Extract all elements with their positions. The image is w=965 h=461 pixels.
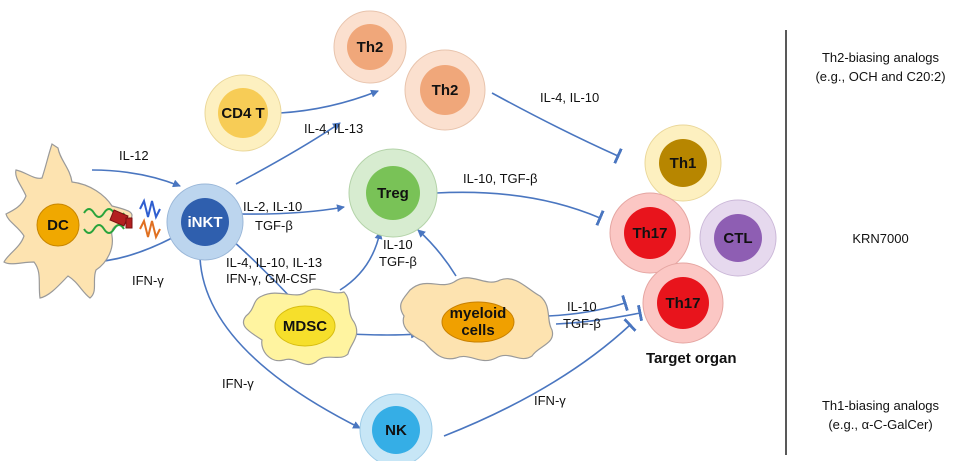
- krn7000-note: KRN7000: [798, 231, 963, 246]
- inhibit-th2-target: [491, 92, 623, 164]
- dc-label: DC: [47, 217, 69, 234]
- arrows: [87, 89, 644, 437]
- th1-label: Th1: [670, 155, 697, 172]
- label-il4-il13: IL-4, IL-13: [304, 121, 363, 136]
- inhibit-nk-target: [443, 318, 637, 437]
- th2-cell-top: Th2: [333, 10, 407, 84]
- arrow-inkt-to-treg: [237, 204, 345, 215]
- th17-cell-b: Th17: [642, 262, 724, 344]
- label-il10-my: IL-10: [383, 237, 413, 252]
- label-il4-il10: IL-4, IL-10: [540, 90, 599, 105]
- label-ifng-target: IFN-γ: [534, 393, 566, 408]
- label-multi-line2: IFN-γ, GM-CSF: [226, 271, 316, 286]
- ctl-label: CTL: [723, 230, 752, 247]
- ctl-cell: CTL: [699, 199, 777, 277]
- target-organ-label: Target organ: [646, 350, 737, 367]
- label-il12: IL-12: [119, 148, 149, 163]
- label-il10-tgfb-treg: IL-10, TGF-β: [463, 171, 537, 186]
- th17-cell-a: Th17: [609, 192, 691, 274]
- inhibit-myeloid-target-b: [555, 304, 644, 325]
- myeloid-cells: myeloid cells: [400, 277, 554, 362]
- arrow-cd4-to-th2: [279, 89, 379, 114]
- th1-cell: Th1: [644, 124, 722, 202]
- label-ifng-nk: IFN-γ: [222, 376, 254, 391]
- inhibit-treg-target: [435, 191, 605, 226]
- mdsc-cell: MDSC: [242, 288, 358, 366]
- inkt-label: iNKT: [188, 214, 223, 231]
- label-tgfb-inkt: TGF-β: [255, 218, 293, 233]
- cytokine-labels: IL-12 IFN-γ IL-4, IL-13 IL-4, IL-10 IL-2…: [119, 90, 737, 408]
- inhibit-myeloid-target-a: [547, 294, 629, 317]
- arrow-inkt-to-nk: [199, 257, 361, 429]
- th1-analogs-line2: (e.g., α-C-GalCer): [828, 417, 933, 432]
- th2-mid-label: Th2: [432, 82, 459, 99]
- arrow-mdsc-to-myeloid: [349, 330, 419, 339]
- label-multi-line1: IL-4, IL-10, IL-13: [226, 255, 322, 270]
- cd4t-label: CD4 T: [221, 105, 264, 122]
- arrow-dc-to-inkt: [91, 169, 181, 188]
- label-tgfb-my: TGF-β: [379, 254, 417, 269]
- th2-analogs-line2: (e.g., OCH and C20:2): [815, 69, 946, 84]
- th1-analogs-line1: Th1-biasing analogs: [821, 398, 940, 413]
- treg-cell: Treg: [348, 148, 438, 238]
- arrow-myeloid-to-treg: [417, 229, 457, 277]
- th1-analogs-note: Th1-biasing analogs (e.g., α-C-GalCer): [798, 398, 963, 432]
- cd4-t-cell: CD4 T: [204, 74, 282, 152]
- th17-b-label: Th17: [665, 295, 700, 312]
- arrow-mdsc-to-treg: [339, 231, 383, 291]
- dc-nucleus: [36, 203, 80, 247]
- label-il2-il10: IL-2, IL-10: [243, 199, 302, 214]
- th2-cell-mid: Th2: [404, 49, 486, 131]
- nk-cell: NK: [359, 393, 433, 461]
- mdsc-label: MDSC: [283, 318, 327, 335]
- inkt-cell: iNKT: [166, 183, 244, 261]
- dc-cell: DC: [3, 143, 133, 299]
- nk-label: NK: [385, 422, 407, 439]
- arrow-inkt-to-th2: [235, 122, 341, 185]
- th17-a-label: Th17: [632, 225, 667, 242]
- label-il10-th17: IL-10: [567, 299, 597, 314]
- th2-analogs-line1: Th2-biasing analogs: [821, 50, 940, 65]
- receptor-ligand-icon: [83, 198, 161, 240]
- myeloid-label-line1: myeloid: [450, 305, 507, 322]
- krn7000-label: KRN7000: [852, 231, 909, 246]
- treg-label: Treg: [377, 185, 409, 202]
- th2-top-label: Th2: [357, 39, 384, 56]
- label-ifng-dc: IFN-γ: [132, 273, 164, 288]
- th2-analogs-note: Th2-biasing analogs (e.g., OCH and C20:2…: [798, 50, 963, 84]
- label-tgfb-th17: TGF-β: [563, 316, 601, 331]
- myeloid-label-line2: cells: [461, 322, 494, 339]
